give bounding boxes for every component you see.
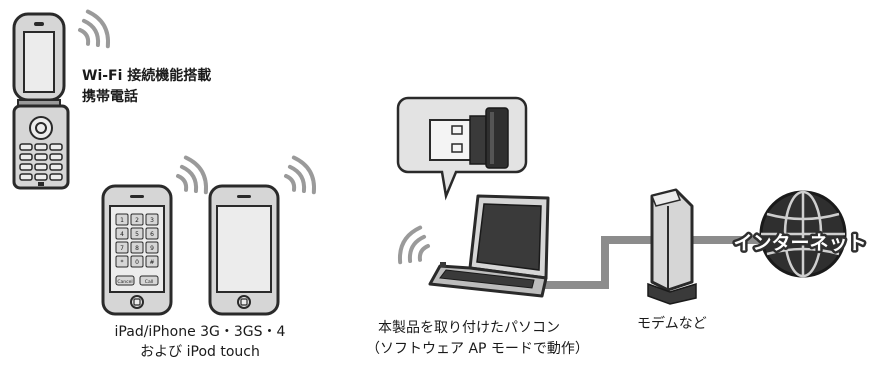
internet-globe-icon [759, 190, 847, 278]
keypad-key [115, 241, 129, 254]
ipad-label-line2: および iPod touch [140, 344, 260, 360]
iphone-keypad-icon: 1 2 3 4 5 6 7 8 9 * 0 # Cancel Call [101, 184, 173, 316]
keypad-key [145, 213, 159, 226]
pc-label-line2: （ソフトウェア AP モードで動作） [366, 341, 589, 357]
laptop-icon [428, 194, 550, 298]
keypad-key-label: 7 [120, 245, 124, 252]
flip-phone-icon [12, 12, 70, 190]
keypad-key [130, 255, 144, 268]
wifi-waves-iphone2-icon [278, 152, 322, 203]
keypad-key-label: 2 [135, 217, 139, 224]
keypad-key [130, 213, 144, 226]
ipad-label-line1: iPad/iPhone 3G・3GS・4 [114, 324, 286, 340]
pc-label-line1: 本製品を取り付けたパソコン [378, 320, 560, 336]
keypad-key-label: # [149, 259, 154, 266]
keypad-key [145, 255, 159, 268]
keypad-key-label: 3 [150, 217, 154, 224]
internet-label: インターネット [733, 232, 866, 254]
keypad-key-label: 0 [135, 259, 139, 266]
keypad-key [145, 241, 159, 254]
keypad-key-label: 1 [120, 217, 124, 224]
cable-pc-modem [540, 236, 660, 289]
modem-icon [647, 188, 697, 305]
phone-label-line2: 携帯電話 [82, 89, 138, 105]
wifi-waves-laptop-icon [392, 222, 436, 273]
keypad-key-label: 8 [135, 245, 139, 252]
keypad-key-label: 5 [135, 231, 139, 238]
phone-label-line1: Wi-Fi 接続機能搭載 [82, 68, 212, 84]
keypad-key [130, 241, 144, 254]
ipod-touch-icon [208, 184, 280, 316]
keypad-key-label: 4 [120, 231, 124, 238]
cancel-key [115, 275, 135, 286]
keypad-key [115, 213, 129, 226]
keypad-key-label: 9 [150, 245, 154, 252]
cancel-key-label: Cancel [117, 279, 132, 285]
usb-wireless-adapter-icon [429, 107, 509, 169]
call-key-label: Call [145, 279, 153, 285]
keypad-key-label: * [121, 259, 124, 266]
wifi-waves-iphone1-icon [170, 152, 214, 203]
keypad-key [115, 255, 129, 268]
wifi-waves-phone-icon [72, 6, 116, 57]
modem-label: モデムなど [637, 316, 707, 332]
keypad-key [130, 227, 144, 240]
keypad-key [145, 227, 159, 240]
call-key [139, 275, 159, 286]
keypad-key [115, 227, 129, 240]
keypad-key-label: 6 [150, 231, 154, 238]
